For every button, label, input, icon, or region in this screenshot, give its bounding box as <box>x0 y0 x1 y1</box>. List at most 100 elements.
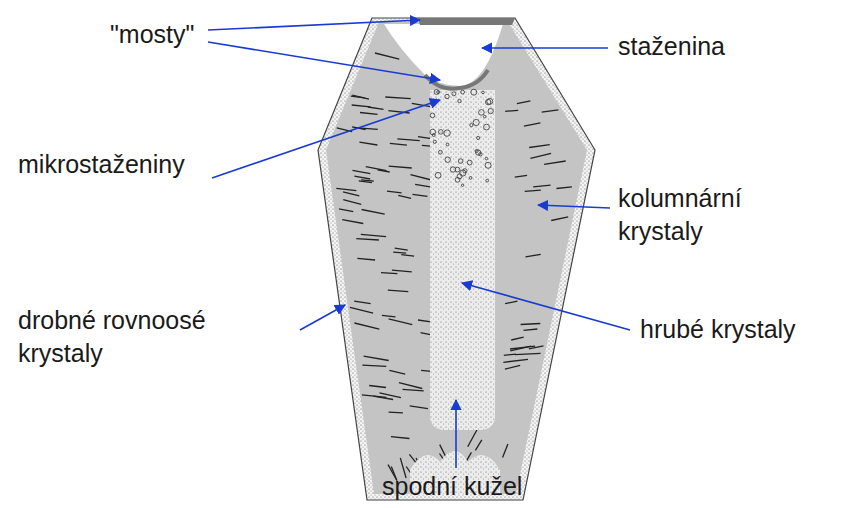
crystal-stroke <box>475 440 481 451</box>
crystal-stroke <box>366 167 387 171</box>
crystal-stroke <box>343 200 361 205</box>
crystal-stroke <box>368 107 384 109</box>
crystal-stroke <box>353 170 371 173</box>
crystal-stroke <box>389 370 405 374</box>
pore <box>458 159 463 164</box>
crystal-stroke <box>385 97 411 99</box>
pore <box>475 149 478 152</box>
pore <box>470 124 473 127</box>
crystal-stroke <box>352 105 371 107</box>
pore <box>455 177 460 182</box>
leader-line <box>212 100 440 178</box>
crystal-stroke <box>361 234 386 236</box>
crystal-stroke <box>529 145 550 148</box>
pore <box>445 94 449 98</box>
crystal-stroke <box>362 210 385 215</box>
crystal-stroke <box>359 181 372 183</box>
crystal-stroke <box>398 195 411 198</box>
leader-line <box>208 42 440 80</box>
pore <box>450 167 455 172</box>
pore <box>469 177 472 180</box>
crystal-stroke <box>503 444 508 458</box>
crystal-stroke <box>369 386 386 388</box>
pore <box>439 130 444 135</box>
crystal-stroke <box>397 139 419 141</box>
crystal-stroke <box>533 185 550 187</box>
pore <box>430 129 436 135</box>
crystal-stroke <box>403 389 424 390</box>
crystal-stroke <box>392 270 412 272</box>
crystal-stroke <box>551 217 568 221</box>
pore <box>437 91 440 94</box>
crystal-stroke <box>395 248 408 250</box>
crystal-stroke <box>364 356 389 360</box>
crystal-stroke <box>418 320 431 322</box>
pore <box>471 89 477 95</box>
crystal-stroke <box>511 337 524 340</box>
leader-line <box>538 205 610 208</box>
pore <box>484 124 490 130</box>
pore <box>439 150 443 154</box>
crystal-stroke <box>468 430 477 447</box>
crystal-stroke <box>524 123 541 126</box>
crystal-stroke <box>510 346 535 349</box>
crystal-stroke <box>530 153 551 158</box>
crystal-stroke <box>388 290 409 292</box>
pore <box>479 110 485 116</box>
crystal-stroke <box>525 190 541 191</box>
part-label: spodní kužel <box>382 470 522 503</box>
crystal-stroke <box>517 101 531 104</box>
crystal-stroke <box>381 272 397 274</box>
pore <box>461 90 465 94</box>
crystal-stroke <box>410 406 428 409</box>
leader-line <box>482 47 608 49</box>
pore <box>485 162 491 168</box>
crystal-stroke <box>373 396 393 399</box>
crystal-stroke <box>542 110 559 112</box>
crystal-stroke <box>399 383 422 389</box>
crystal-stroke <box>526 254 541 256</box>
crystal-stroke <box>390 143 407 145</box>
pore <box>445 157 450 162</box>
crystal-stroke <box>359 142 377 145</box>
pore <box>434 90 439 95</box>
crystal-stroke <box>382 315 396 317</box>
crystal-stroke <box>504 354 516 355</box>
crystal-stroke <box>411 175 434 181</box>
crystal-stroke <box>389 411 403 413</box>
pore <box>488 109 493 114</box>
pore <box>486 99 491 104</box>
crystal-stroke <box>401 255 414 257</box>
crystal-stroke <box>339 209 353 212</box>
crystal-stroke <box>393 252 406 254</box>
pore <box>477 136 480 139</box>
crystal-stroke <box>391 437 410 439</box>
crystal-stroke <box>357 258 375 260</box>
crystal-stroke <box>505 365 520 369</box>
pore <box>483 115 486 118</box>
micro-shrinkage <box>430 89 493 186</box>
pore <box>444 130 450 136</box>
leader-line <box>300 305 345 330</box>
crystal-stroke <box>375 53 399 59</box>
part-label: "mosty" <box>110 18 194 51</box>
crystal-stroke <box>354 323 379 329</box>
part-label: mikrostaženiny <box>18 148 185 181</box>
crystal-stroke <box>389 319 413 325</box>
crystal-stroke <box>505 301 517 304</box>
crystal-stroke <box>521 324 541 325</box>
crystal-stroke <box>342 220 363 224</box>
pore <box>452 92 456 96</box>
crystal-stroke <box>503 359 528 362</box>
crystal-stroke <box>387 191 402 193</box>
crystal-stroke <box>354 176 370 179</box>
pore <box>476 150 481 155</box>
part-label: kolumnární krystaly <box>618 182 778 247</box>
part-label: hrubé krystaly <box>640 313 796 346</box>
leader-line <box>455 400 457 468</box>
part-label: staženina <box>618 30 725 63</box>
crystal-stroke <box>515 353 541 354</box>
crystal-stroke <box>356 239 379 240</box>
pore <box>446 143 449 146</box>
pore <box>430 113 435 118</box>
